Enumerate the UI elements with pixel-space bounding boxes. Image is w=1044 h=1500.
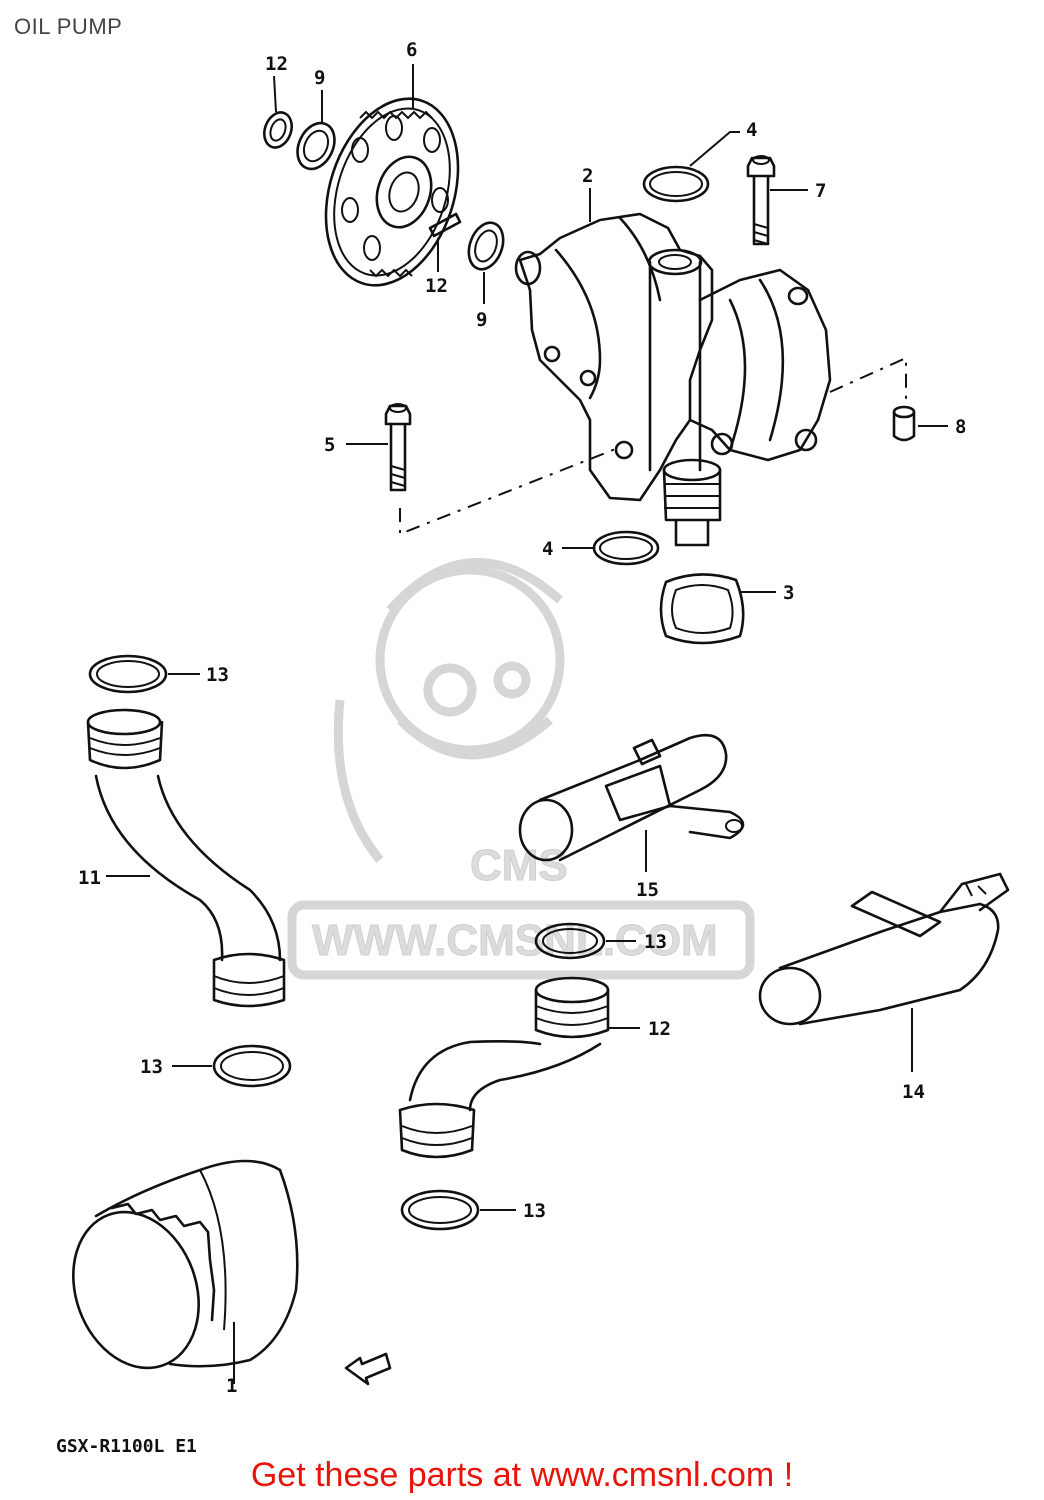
callout-7: 8 <box>955 416 966 438</box>
watermark-url: WWW.CMSNL.COM <box>312 916 718 965</box>
callout-8: 6 <box>406 39 417 61</box>
o-ring-13-a: 13 <box>88 654 229 694</box>
o-ring-13-c: 13 <box>534 922 667 960</box>
callout-5: 5 <box>324 434 335 456</box>
callout-13-a: 13 <box>206 664 229 686</box>
callout-13-d: 13 <box>523 1200 546 1222</box>
callout-3: 3 <box>783 582 794 604</box>
callout-4-lower: 4 <box>542 538 553 560</box>
drive-gear-8: 6 <box>324 39 460 287</box>
bolt-5: 5 <box>324 403 619 536</box>
callout-14: 14 <box>902 1081 925 1103</box>
o-ring-13-d: 13 <box>400 1189 546 1231</box>
callout-13-c: 13 <box>644 931 667 953</box>
callout-6: 7 <box>815 180 826 202</box>
callout-11: 12 <box>265 53 288 75</box>
dowel-7: 8 <box>829 356 966 442</box>
callout-10: 12 <box>425 275 448 297</box>
circlip-11: 12 <box>263 53 293 149</box>
o-ring-4-lower: 4 <box>542 530 660 566</box>
callout-2: 2 <box>582 165 593 187</box>
watermark: CMS WWW.CMSNL.COM <box>287 557 755 980</box>
pipe-15: 15 <box>518 733 745 901</box>
oil-pump-body-2: 2 <box>514 165 832 547</box>
promo-link[interactable]: Get these parts at www.cmsnl.com ! <box>250 1456 794 1494</box>
gasket-3: 3 <box>659 573 794 645</box>
callout-15: 15 <box>636 879 659 901</box>
callout-9-top: 9 <box>314 67 325 89</box>
oil-filter-1: 1 <box>72 1159 299 1397</box>
bolt-6: 7 <box>746 155 826 246</box>
model-code: GSX-R1100L E1 <box>56 1436 197 1457</box>
washer-9-mid: 9 <box>467 221 505 331</box>
diagram-title: OIL PUMP <box>14 14 123 39</box>
callout-12-center: 12 <box>648 1018 671 1040</box>
o-ring-13-b: 13 <box>140 1044 292 1088</box>
pipe-12-left: 11 <box>78 708 286 1008</box>
o-ring-4-top: 4 <box>642 119 757 203</box>
front-arrow-icon <box>344 1352 392 1386</box>
callout-9-mid: 9 <box>476 309 487 331</box>
callout-12-left: 11 <box>78 867 101 889</box>
pipe-14: 14 <box>758 872 1010 1103</box>
callout-4-top: 4 <box>746 119 757 141</box>
watermark-logo: CMS <box>470 841 568 890</box>
callout-1: 1 <box>226 1375 237 1397</box>
pipe-12-center: 12 <box>398 976 671 1159</box>
callout-13-b: 13 <box>140 1056 163 1078</box>
pin-10: 12 <box>425 212 462 297</box>
washer-9-top: 9 <box>296 67 336 171</box>
